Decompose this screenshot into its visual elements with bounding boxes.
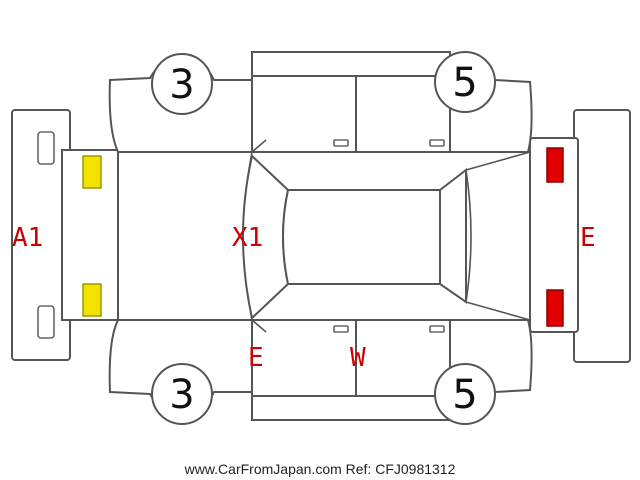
wheel-front-bottom: 3 [151,363,213,425]
damage-label-hood: X1 [232,223,263,253]
front-grille [61,149,119,321]
car-body-top-view [117,139,531,333]
wheel-rear-top: 5 [434,51,496,113]
rear-light-marker-top [546,147,564,183]
damage-label-left-front-door: E [248,343,264,373]
wheel-rear-bottom-number: 5 [452,372,477,418]
damage-label-front-bumper: A1 [12,223,43,253]
rear-light-marker-bottom [546,289,564,327]
damage-label-rear-bumper: E [580,223,596,253]
wheel-rear-bottom: 5 [434,363,496,425]
front-light-marker-top [82,155,102,189]
wheel-front-top-number: 3 [169,62,194,108]
wheel-front-top: 3 [151,53,213,115]
wheel-rear-top-number: 5 [452,60,477,106]
wheel-front-bottom-number: 3 [169,372,194,418]
credit-text: www.CarFromJapan.com Ref: CFJ0981312 [184,461,456,477]
damage-label-left-rear-door: W [350,343,366,373]
front-light-marker-bottom [82,283,102,317]
rear-tail [529,137,579,333]
